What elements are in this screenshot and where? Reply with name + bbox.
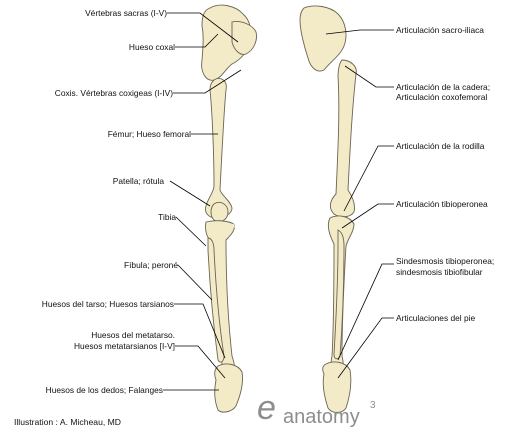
- label-rodilla: Articulación de la rodilla: [396, 141, 485, 151]
- label-vertebras-sacras: Vértebras sacras (I-V): [85, 8, 167, 18]
- label-coxis: Coxis. Vértebras coxigeas (I-IV): [54, 88, 173, 98]
- leader-fibula: [177, 264, 213, 301]
- right-foot: [322, 361, 352, 413]
- label-tarso: Huesos del tarso; Huesos tarsianos: [41, 299, 174, 309]
- left-foot: [214, 363, 243, 413]
- logo-word: anatomy: [283, 406, 360, 428]
- label-cadera-1: Articulación de la cadera;: [396, 82, 491, 92]
- leader-patella: [169, 180, 211, 207]
- logo-superscript: 3: [370, 400, 376, 411]
- label-metatarso-2: Huesos metatarsianos [I-V]: [73, 341, 175, 351]
- leader-rodilla: [343, 145, 394, 212]
- label-sindesmosis-2: sindesmosis tibiofibular: [396, 267, 483, 277]
- leader-hueso-coxal: [175, 33, 219, 48]
- label-metatarso-1: Huesos del metatarso.: [91, 330, 175, 340]
- label-fibula: Fíbula; peroné: [123, 260, 178, 270]
- leader-pie: [337, 317, 394, 379]
- illustration-credit: Illustration : A. Micheau, MD: [14, 417, 121, 427]
- left-femur: [205, 78, 233, 219]
- label-sindesmosis-1: Sindesmosis tibioperonea;: [396, 256, 495, 266]
- leader-cadera: [344, 65, 394, 88]
- leader-tarso: [174, 303, 226, 359]
- leader-tibioperonea: [341, 203, 394, 229]
- label-tibia: Tibia: [158, 212, 176, 222]
- left-sacrum: [231, 21, 257, 55]
- label-hueso-coxal: Hueso coxal: [128, 42, 175, 52]
- left-patella: [210, 201, 229, 223]
- right-pelvis: [299, 5, 347, 72]
- leader-metatarso: [175, 345, 226, 379]
- right-femur: [329, 59, 357, 218]
- label-dedos: Huesos de los dedos; Falanges: [45, 385, 163, 395]
- label-tibioperonea: Articulación tibioperonea: [396, 199, 488, 209]
- copyright-watermark: Copyright © IMAIOS: [233, 221, 306, 230]
- leader-sindesmosis: [337, 263, 394, 361]
- label-femur: Fémur; Hueso femoral: [107, 129, 191, 139]
- leader-vertebras-sacras: [167, 12, 239, 43]
- logo-e: e: [257, 389, 276, 427]
- leader-sacroiliaca: [325, 29, 394, 35]
- label-sacroiliaca: Articulación sacro-iliaca: [396, 25, 484, 35]
- leader-tibia: [175, 216, 207, 247]
- label-pie: Articulaciones del pie: [396, 313, 476, 323]
- leader-coxis: [173, 69, 242, 94]
- label-patella: Patella; rótula: [112, 176, 164, 186]
- label-cadera-2: Articulación coxofemoral: [396, 92, 488, 102]
